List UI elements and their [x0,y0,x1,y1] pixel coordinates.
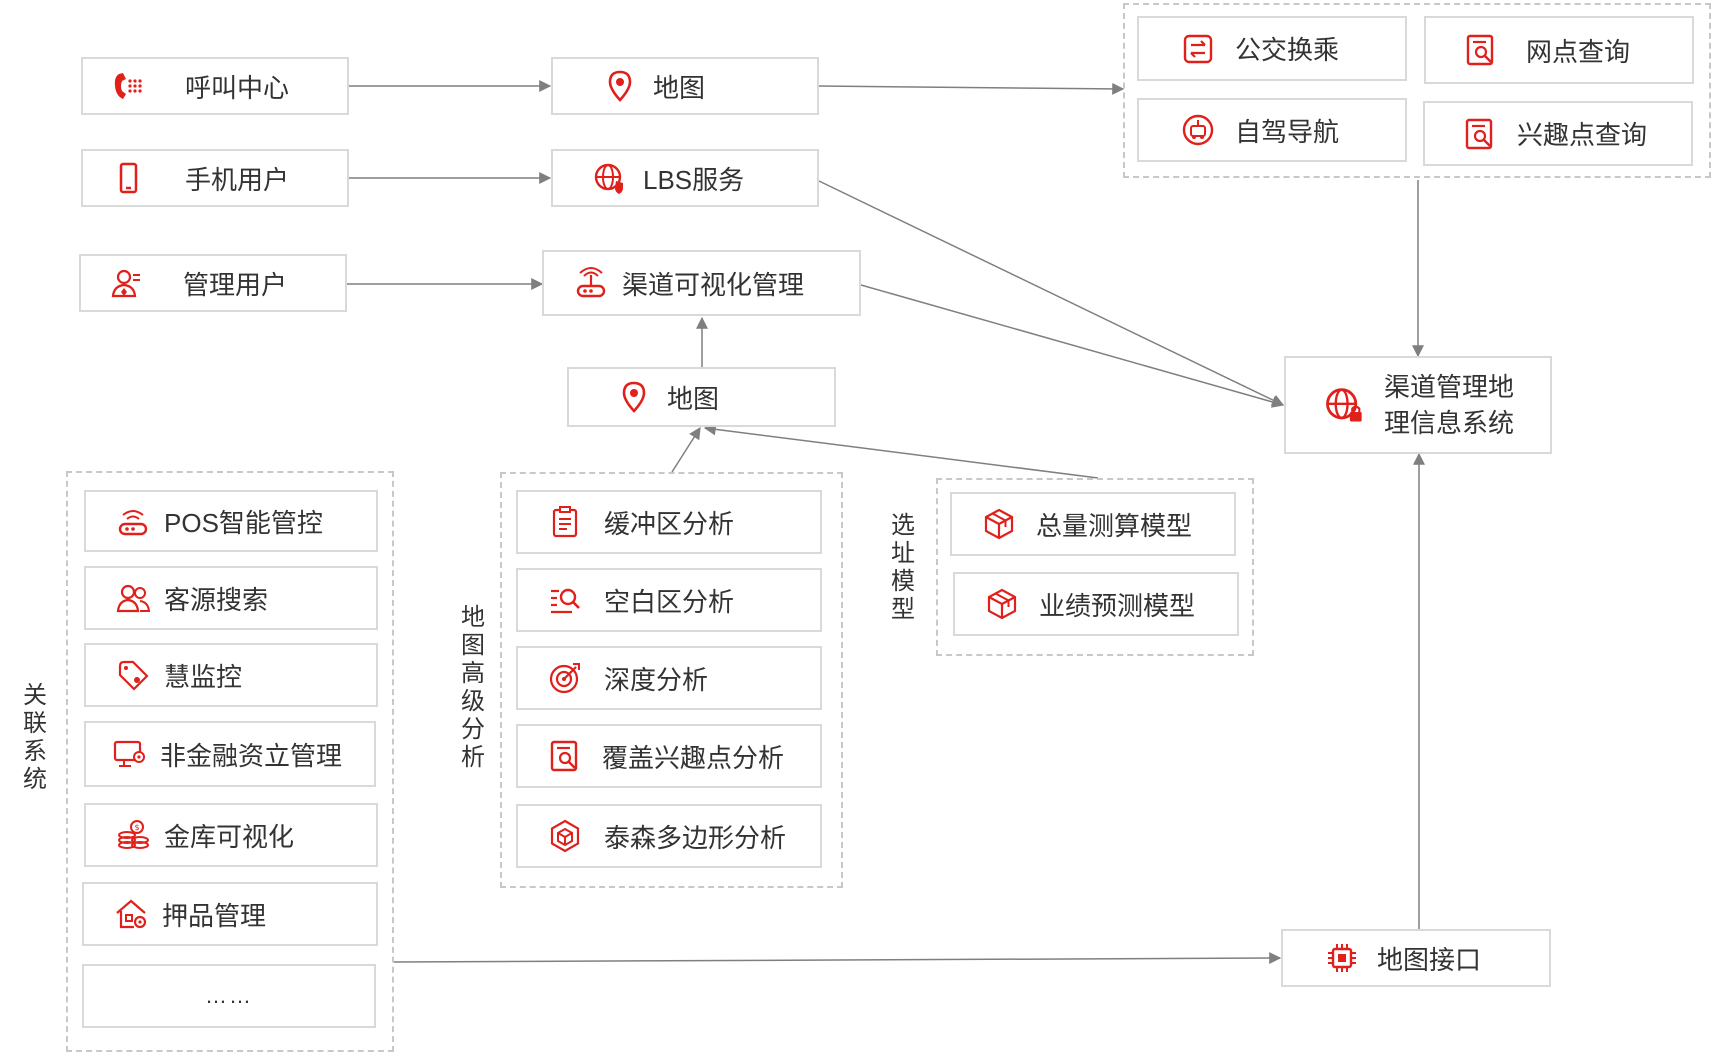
phone-dialpad-icon [111,69,145,103]
analysis-item-buffer[interactable]: 缓冲区分析 [516,490,822,554]
related-item-label: 金库可视化 [164,821,295,852]
site-item-total[interactable]: 总量测算模型 [950,492,1236,556]
arrow-site-to-map-mid [703,423,1099,479]
bus-transfer-label: 公交换乘 [1235,35,1340,65]
related-item-label: 慧监控 [164,661,243,692]
core-system-line2: 理信息系统 [1384,408,1515,438]
site-item-label: 总量测算模型 [1036,510,1193,541]
map-pin-icon [603,69,637,103]
self-drive-nav-box[interactable]: 自驾导航 [1137,98,1407,162]
admin-user-label: 管理用户 [183,269,288,300]
signal-router-icon [574,266,608,300]
monitor-settings-icon [112,737,146,771]
chip-icon [1325,941,1359,975]
coins-icon: $ [116,818,150,852]
bus-transfer-box[interactable]: 公交换乘 [1137,16,1407,81]
analysis-item-blank[interactable]: 空白区分析 [516,568,822,632]
arrow-lbs-to-core [818,180,1285,406]
outlet-query-label: 网点查询 [1526,36,1631,67]
site-selection-group [936,478,1254,656]
map-mid-box[interactable]: 地图 [567,367,836,427]
router-icon [116,504,150,538]
analysis-item-depth[interactable]: 深度分析 [516,646,822,710]
clipboard-icon [548,505,582,539]
channel-vis-box[interactable]: 渠道可视化管理 [542,250,861,316]
target-icon [548,661,582,695]
map-top-label: 地图 [653,72,706,103]
admin-user-icon [109,266,143,300]
map-interface-label: 地图接口 [1377,944,1482,975]
doc-search-icon [1463,117,1497,151]
transfer-arrows-icon [1181,32,1215,66]
outlet-query-box[interactable]: 网点查询 [1424,16,1694,84]
channel-vis-label: 渠道可视化管理 [622,269,805,300]
site-selection-label: 选址模型 [891,512,915,623]
svg-text:$: $ [134,823,139,832]
analysis-item-label: 泰森多边形分析 [604,822,787,853]
arrow-analysis-to-map-mid [671,426,701,473]
house-gear-icon [114,897,148,931]
users-icon [116,581,150,615]
car-nav-icon [1181,113,1215,147]
related-item-label: 非金融资立管理 [160,740,343,771]
doc-search-icon [548,739,582,773]
related-item-nonfinancial[interactable]: 非金融资立管理 [84,721,376,787]
core-system-box[interactable]: 渠道管理地 理信息系统 [1284,356,1552,454]
analysis-item-label: 空白区分析 [604,586,735,617]
poi-query-label: 兴趣点查询 [1517,120,1648,150]
related-item-label: POS智能管控 [164,507,323,538]
related-item-label: …… [205,983,253,1008]
related-item-more[interactable]: …… [82,964,376,1028]
related-item-monitor[interactable]: 慧监控 [84,643,378,707]
arrow-map-to-functions [818,82,1125,95]
advanced-analysis-group [500,472,843,888]
advanced-analysis-label: 地图高级分析 [461,604,485,771]
lbs-service-label: LBS服务 [643,164,745,195]
self-drive-nav-label: 自驾导航 [1235,116,1340,147]
arrow-channel-to-core [860,284,1285,408]
related-item-pos[interactable]: POS智能管控 [84,490,378,552]
poi-query-box[interactable]: 兴趣点查询 [1423,101,1693,166]
cube-icon [985,587,1019,621]
analysis-item-label: 覆盖兴趣点分析 [602,742,785,773]
map-functions-group [1123,3,1711,178]
map-top-box[interactable]: 地图 [551,57,819,115]
mobile-user-label: 手机用户 [185,164,290,195]
cube-icon [982,507,1016,541]
list-search-icon [548,583,582,617]
core-system-title: 渠道管理地 理信息系统 [1384,369,1514,441]
analysis-item-label: 缓冲区分析 [604,508,735,539]
related-item-customer-search[interactable]: 客源搜索 [84,566,378,630]
map-interface-box[interactable]: 地图接口 [1281,929,1551,987]
lbs-service-box[interactable]: LBS服务 [551,149,819,207]
arrow-related-to-interface [393,952,1282,965]
related-item-vault[interactable]: $ 金库可视化 [84,803,378,867]
site-item-performance[interactable]: 业绩预测模型 [953,572,1239,636]
site-item-label: 业绩预测模型 [1039,590,1196,621]
admin-user-box[interactable]: 管理用户 [79,254,347,312]
tag-icon [116,658,150,692]
related-item-label: 押品管理 [162,900,267,931]
mobile-user-box[interactable]: 手机用户 [81,149,349,207]
related-item-collateral[interactable]: 押品管理 [82,882,378,946]
mobile-phone-icon [111,161,145,195]
call-center-box[interactable]: 呼叫中心 [81,57,349,115]
analysis-item-label: 深度分析 [604,664,709,695]
doc-search-icon [1464,33,1498,67]
analysis-item-coverage[interactable]: 覆盖兴趣点分析 [516,724,822,788]
analysis-item-voronoi[interactable]: 泰森多边形分析 [516,804,822,868]
related-systems-label: 关联系统 [23,682,47,793]
globe-shield-icon [593,161,627,195]
polygon-box-icon [548,819,582,853]
core-system-line1: 渠道管理地 [1384,372,1515,402]
map-pin-icon [617,380,651,414]
related-item-label: 客源搜索 [164,584,269,615]
call-center-label: 呼叫中心 [185,72,290,103]
related-systems-group [66,471,394,1052]
map-mid-label: 地图 [667,383,720,414]
globe-lock-icon [1324,385,1364,425]
